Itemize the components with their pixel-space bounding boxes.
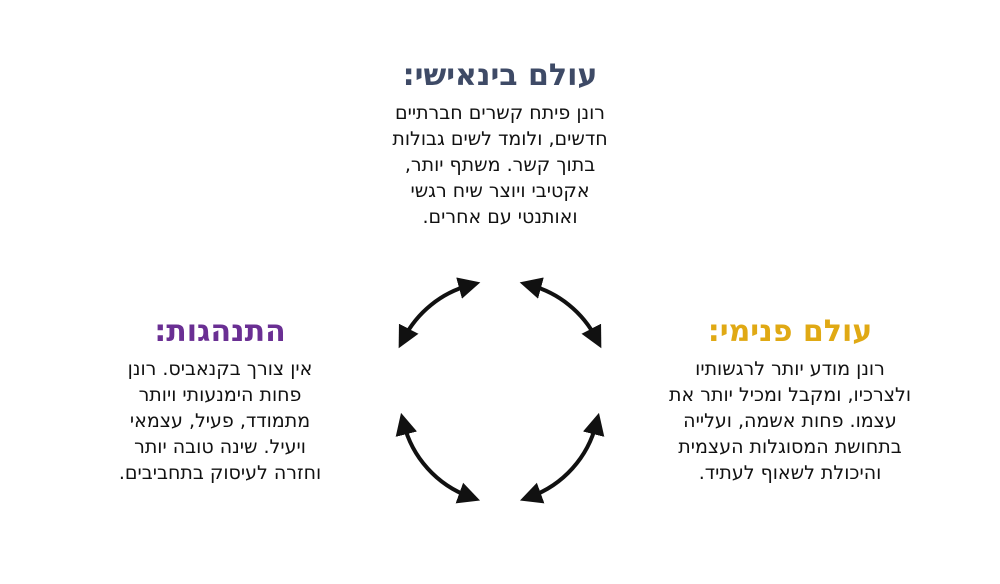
inner-line-2: ולצרכיו, ומקבל ומכיל יותר את xyxy=(669,384,911,406)
behavior-line-5: וחזרה לעיסוק בתחביבים. xyxy=(118,462,322,484)
interpersonal-world-title: עולם בינאישי: xyxy=(402,58,598,93)
inner-line-1: רונן מודע יותר לרגשותיו xyxy=(695,358,885,380)
interpersonal-line-5: ואותנטי עם אחרים. xyxy=(422,206,578,228)
cycle-arrows-diagram xyxy=(395,277,605,504)
inner-line-3: עצמו. פחות אשמה, ועלייה xyxy=(683,410,897,432)
arrow-bottom-right xyxy=(519,412,605,504)
behavior-line-1: אין צורך בקנאביס. רונן xyxy=(127,358,313,380)
behavior-title: התנהגות: xyxy=(154,314,286,349)
behavior-line-2: פחות הימנעותי ויותר xyxy=(138,384,302,406)
arrow-top-left xyxy=(398,277,481,349)
inner-line-5: והיכולת לשאוף לעתיד. xyxy=(698,462,882,484)
behavior-block: התנהגות: אין צורך בקנאביס. רונן פחות הימ… xyxy=(70,312,370,486)
inner-world-title: עולם פנימי: xyxy=(707,314,873,349)
interpersonal-line-4: אקטיבי ויוצר שיח רגשי xyxy=(410,180,590,202)
arrow-bottom-left xyxy=(395,412,481,504)
interpersonal-line-3: בתוך קשר. משתף יותר, xyxy=(404,154,596,176)
interpersonal-line-2: חדשים, ולומד לשים גבולות xyxy=(392,128,608,150)
interpersonal-world-block: עולם בינאישי: רונן פיתח קשרים חברתיים חד… xyxy=(340,56,660,230)
inner-world-block: עולם פנימי: רונן מודע יותר לרגשותיו ולצר… xyxy=(630,312,950,486)
arrow-top-right xyxy=(519,277,602,349)
behavior-line-4: ויעיל. שינה טובה יותר xyxy=(134,436,306,458)
inner-line-4: בתחושת המסוגלות העצמית xyxy=(678,436,902,458)
interpersonal-line-1: רונן פיתח קשרים חברתיים xyxy=(394,102,606,124)
behavior-line-3: מתמודד, פעיל, עצמאי xyxy=(129,410,311,432)
